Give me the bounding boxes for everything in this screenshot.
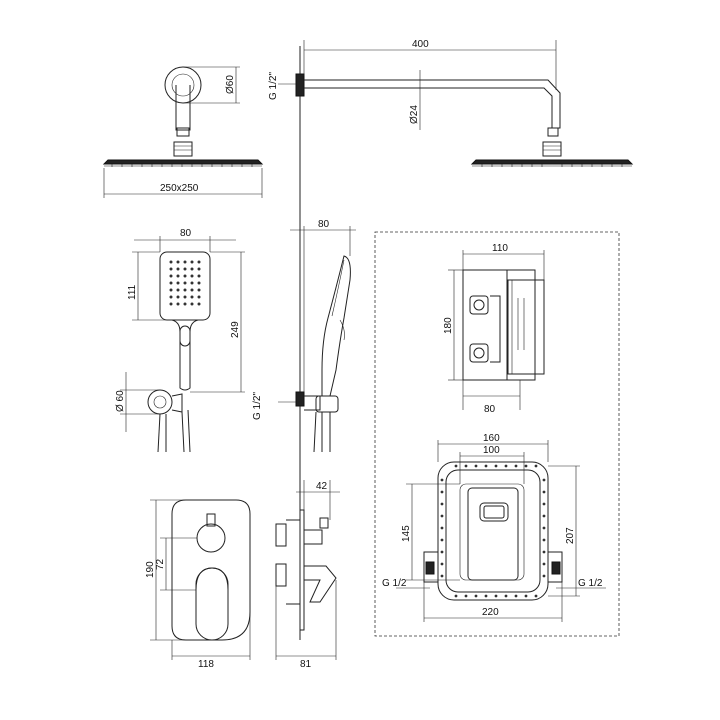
concealed-box-section: 110 180 80 [374, 231, 620, 637]
plate-width-label: 118 [198, 659, 214, 670]
arm-diameter-label: Ø24 [409, 105, 420, 124]
box-side-view: 110 180 80 [443, 243, 545, 415]
hand-total-length-label: 249 [230, 321, 241, 338]
mixer-depth-label: 42 [316, 481, 328, 492]
mixer-total-depth-label: 81 [300, 659, 312, 670]
box-front-view: 160 100 145 207 G 1/2 G 1/2 220 [382, 433, 606, 622]
hand-head-width-label: 80 [180, 228, 192, 239]
holder-depth-label: 80 [318, 219, 330, 230]
frame-thread-left-label: G 1/2 [382, 578, 407, 589]
holder-thread-label: G 1/2" [252, 392, 263, 420]
mixer-side-view: 42 81 [275, 480, 340, 670]
hand-head-height-label: 111 [127, 284, 138, 300]
frame-thread-right-label: G 1/2 [578, 578, 603, 589]
hand-shower-side-view: 80 G 1/2" [252, 219, 356, 453]
hand-shower-front-view: 80 111 249 Ø 60 [115, 228, 245, 453]
mixer-plate-front-view: 190 72 118 [145, 499, 251, 670]
plate-knob-offset-label: 72 [155, 558, 166, 570]
frame-outer-width-label: 160 [483, 433, 500, 444]
plate-height-label: 190 [145, 561, 156, 578]
box-width-label: 110 [492, 243, 508, 254]
arm-length-label: 400 [412, 39, 429, 50]
overhead-shower-side-view: 400 G 1/2" Ø24 [268, 39, 634, 640]
holder-diameter-label: Ø 60 [115, 390, 126, 412]
arm-thread-label: G 1/2" [268, 72, 279, 100]
frame-total-width-label: 220 [482, 607, 499, 618]
frame-inner-height-label: 145 [401, 525, 412, 542]
flange-diameter-label: Ø60 [225, 75, 236, 94]
frame-outer-height-label: 207 [565, 527, 576, 544]
box-height-label: 180 [443, 317, 454, 334]
overhead-shower-front-view: Ø60 250x250 [102, 66, 264, 198]
head-size-label: 250x250 [160, 183, 199, 194]
frame-inner-width-label: 100 [483, 445, 500, 456]
box-depth-label: 80 [484, 404, 496, 415]
